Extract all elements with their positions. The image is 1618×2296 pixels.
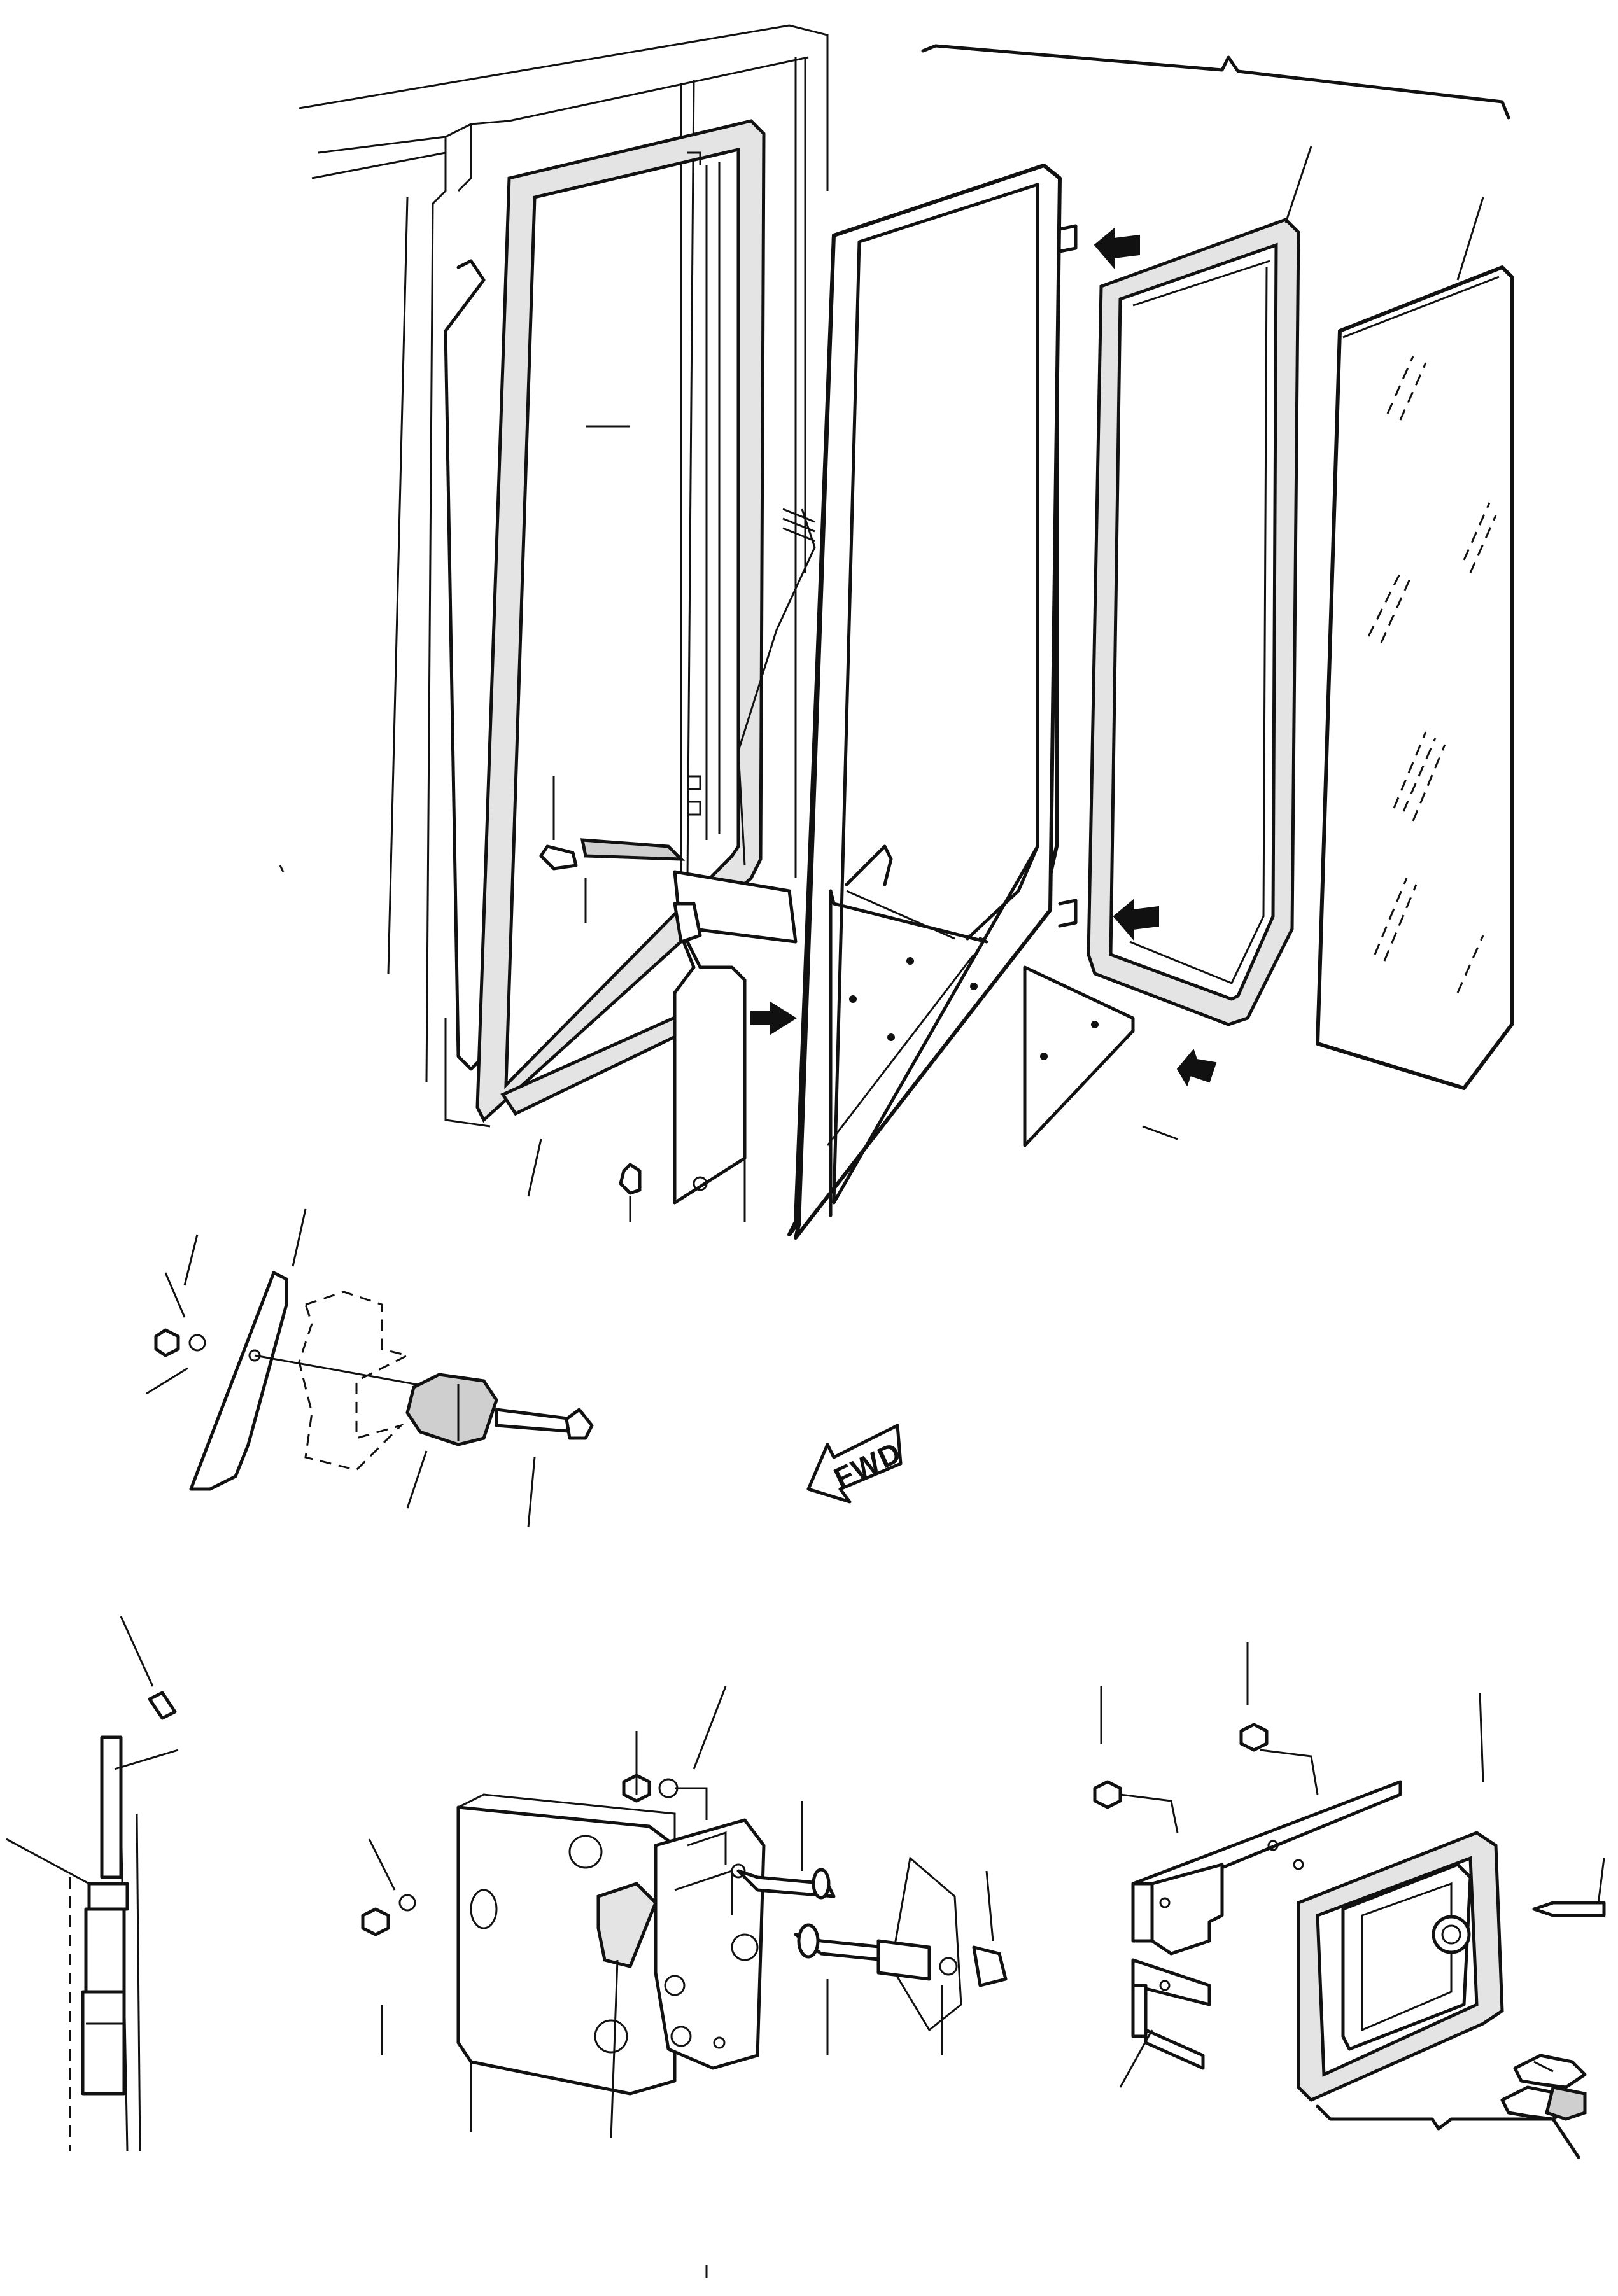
leader-lines	[527, 146, 1484, 1222]
arrow-icon	[1094, 227, 1140, 269]
triangle-panel	[1023, 965, 1135, 1147]
door-frame-seal	[475, 119, 816, 1123]
lock-handle-detail	[1093, 1642, 1606, 2159]
glass-pane	[1316, 265, 1514, 1090]
arrows	[750, 227, 1217, 1087]
arrow-icon	[1176, 1048, 1217, 1087]
stray-mark	[279, 865, 285, 872]
fwd-arrow: FWD	[806, 1424, 907, 1504]
lower-door-plate	[539, 838, 798, 1205]
arrow-icon	[1113, 899, 1159, 941]
assembly-brace	[921, 44, 1510, 120]
cab-frame	[299, 24, 829, 1128]
arrow-icon	[750, 1001, 797, 1035]
hinge-pin-detail	[6, 1616, 179, 2152]
fwd-label: FWD	[829, 1435, 906, 1495]
door-latch-detail	[361, 1686, 1008, 2139]
hinge-bumper-detail	[146, 1208, 594, 1528]
door-main-frame	[787, 164, 1078, 1240]
window-seal	[1087, 218, 1300, 1026]
